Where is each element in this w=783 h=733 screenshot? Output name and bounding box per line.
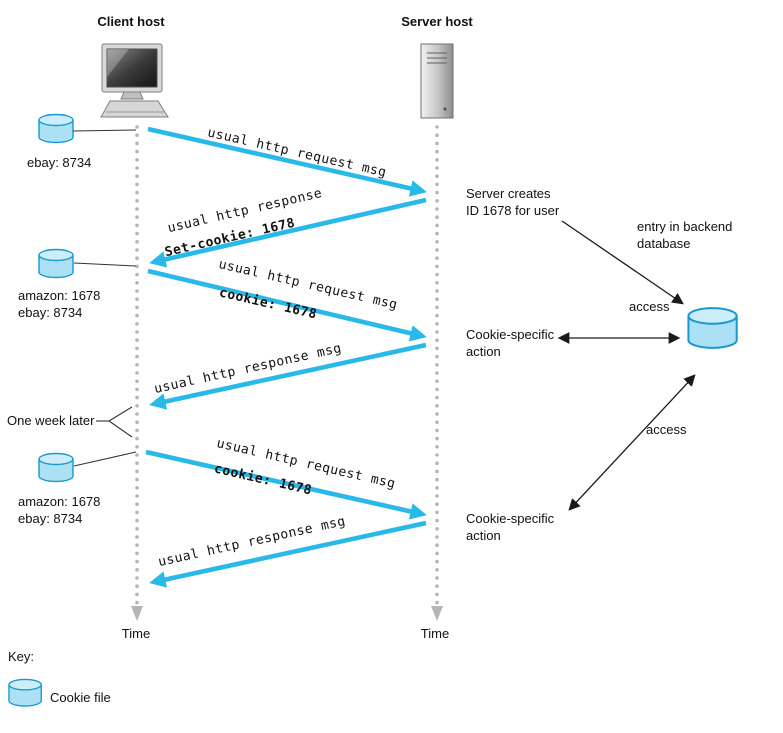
client-time-label: Time xyxy=(121,626,151,641)
cookie-connector-1 xyxy=(72,129,137,132)
cookie-connector-3 xyxy=(73,451,137,467)
backend-database-icon xyxy=(687,307,738,349)
one-week-bracket xyxy=(96,406,133,438)
backend-entry-label: entry in backend database xyxy=(637,219,733,251)
request-arrow-1 xyxy=(147,126,427,197)
server-creates-label: Server creates ID 1678 for user xyxy=(466,186,560,218)
cookie-file-1-label: ebay: 8734 xyxy=(27,155,92,170)
request-arrow-3 xyxy=(145,449,427,520)
key-title: Key: xyxy=(8,649,35,664)
client-timeline-arrowhead xyxy=(131,606,143,621)
cookie-file-icon-1 xyxy=(38,113,74,144)
access-top-label: access xyxy=(629,299,670,314)
access-arrow-bottom xyxy=(568,374,696,511)
response-arrow-1 xyxy=(149,197,427,268)
client-host-label: Client host xyxy=(97,14,165,29)
cookie-file-icon-2 xyxy=(38,248,74,279)
server-host-label: Server host xyxy=(401,14,473,29)
client-computer-icon xyxy=(100,43,169,118)
server-tower-icon xyxy=(420,43,454,119)
cookie-action-1-label: Cookie-specific action xyxy=(466,327,555,359)
response-arrow-3 xyxy=(149,520,427,588)
client-timeline xyxy=(131,125,143,621)
cookie-connector-2 xyxy=(73,262,137,267)
server-time-label: Time xyxy=(420,626,450,641)
key-cookie-file-label: Cookie file xyxy=(50,690,111,705)
cookie-action-2-label: Cookie-specific action xyxy=(466,511,555,543)
key-cookie-file-icon xyxy=(8,678,42,707)
cookie-file-2-label: amazon: 1678 ebay: 8734 xyxy=(18,288,101,320)
request-arrow-2 xyxy=(147,268,427,342)
cookie-file-3-label: amazon: 1678 ebay: 8734 xyxy=(18,494,101,526)
access-bottom-label: access xyxy=(646,422,687,437)
server-timeline xyxy=(431,125,443,621)
entry-arrow xyxy=(561,220,684,305)
response-arrow-2 xyxy=(149,342,427,410)
server-timeline-arrowhead xyxy=(431,606,443,621)
one-week-later-label: One week later xyxy=(7,413,95,428)
cookie-file-icon-3 xyxy=(38,452,74,483)
